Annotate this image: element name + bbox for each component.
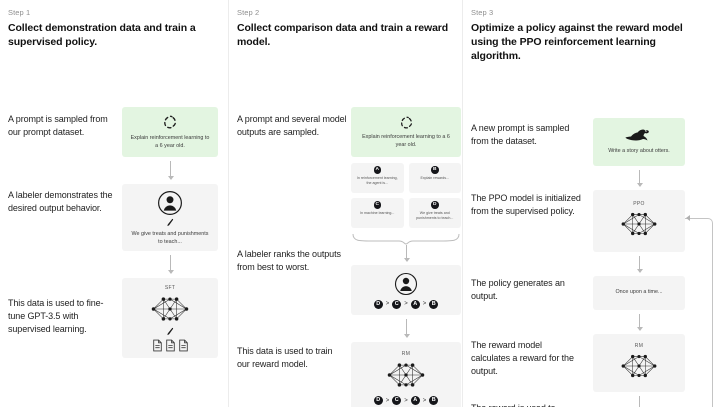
step-3-arrow-2 (636, 255, 643, 273)
step-3-output-text: Once upon a time... (615, 289, 663, 296)
rm-rank-sep-1: > (385, 397, 390, 404)
step-3-rm-label: RM (634, 343, 644, 350)
step-2-caption-3: This data is used to train our reward mo… (237, 346, 333, 370)
rank-sep-2: > (404, 301, 408, 308)
output-text-d: We give treats and punishments to teach.… (416, 210, 454, 221)
step-3-caption-2: The PPO model is initialized from the su… (471, 192, 581, 216)
documents-icon-group (152, 339, 189, 352)
step-2-caption-1: A prompt and several model outputs are s… (237, 114, 347, 138)
pencil-icon (165, 327, 175, 337)
rm-rank-badge-2: C (392, 396, 402, 406)
rm-rank-sep-3: > (422, 397, 427, 404)
person-icon (157, 190, 183, 216)
badge-d: D (431, 201, 439, 209)
step-2-rm-label: RM (401, 351, 411, 358)
step-1-column: Step 1 Collect demonstration data and tr… (0, 0, 228, 407)
rank-badge-1: D (373, 299, 383, 309)
step-3-caption-1: A new prompt is sampled from the dataset… (471, 122, 570, 146)
step-2-ranking-row: D > C > A > B (373, 299, 439, 309)
step-2-prompt-text: Explain reinforcement learning to a 6 ye… (362, 133, 450, 148)
step-3-arrow-4 (636, 395, 643, 407)
step-1-labeler-card[interactable]: We give treats and punishments to teach.… (122, 184, 218, 252)
neural-net-icon (384, 358, 428, 392)
step-1-arrow-2 (167, 255, 174, 275)
step-3-prompt-card[interactable]: Write a story about otters. (593, 117, 685, 166)
document-icon (178, 339, 189, 352)
step-2-ranker-card[interactable]: D > C > A > B (351, 265, 461, 316)
step-2-arrow-2 (403, 319, 410, 339)
rm-rank-badge-1: D (373, 396, 383, 406)
step-2-title: Collect comparison data and train a rewa… (237, 22, 449, 49)
rank-badge-4: B (429, 299, 439, 309)
step-3-caption-5: The reward is used to update the policy … (471, 402, 581, 407)
output-card-d[interactable]: D We give treats and punishments to teac… (408, 198, 461, 229)
step-2-arrow-1 (403, 245, 410, 263)
otter-icon (624, 127, 654, 142)
output-card-a[interactable]: A In reinforcement learning, the agent i… (351, 163, 404, 194)
step-2-prompt-card[interactable]: Explain reinforcement learning to a 6 ye… (351, 107, 461, 158)
step-2-column: Step 2 Collect comparison data and train… (228, 0, 462, 407)
rank-sep-1: > (385, 301, 390, 308)
feedback-loop-arrowhead (686, 214, 690, 221)
person-icon (394, 272, 418, 296)
neural-net-icon (148, 292, 192, 326)
rank-badge-2: C (392, 299, 402, 309)
output-text-b: Explain rewards... (420, 175, 450, 180)
rm-rank-badge-3: A (410, 396, 420, 406)
step-1-sft-label: SFT (164, 284, 176, 291)
step-1-labeler-text: We give treats and punishments to teach.… (131, 230, 209, 245)
neural-net-icon (618, 350, 660, 382)
output-text-a: In reinforcement learning, the agent is.… (356, 175, 398, 186)
rm-rank-sep-2: > (404, 397, 408, 404)
curly-brace-icon (352, 234, 460, 245)
step-2-caption-2: A labeler ranks the outputs from best to… (237, 249, 341, 273)
step-3-output-card[interactable]: Once upon a time... (593, 275, 685, 310)
step-2-rm-ranking-row: D > C > A > B (373, 396, 439, 406)
step-3-prompt-text: Write a story about otters. (608, 148, 670, 155)
step-1-sft-card[interactable]: SFT (122, 278, 218, 359)
step-2-label: Step 2 (237, 8, 260, 17)
badge-c: C (373, 201, 381, 209)
step-1-label: Step 1 (8, 8, 31, 17)
pencil-icon (165, 218, 175, 228)
rank-sep-3: > (422, 301, 427, 308)
step-3-rm-card[interactable]: RM (593, 333, 685, 392)
output-text-c: In machine learning... (360, 210, 395, 215)
step-1-prompt-text: Explain reinforcement learning to a 6 ye… (130, 134, 210, 149)
rank-badge-3: A (410, 299, 420, 309)
step-1-caption-1: A prompt is sampled from our prompt data… (8, 114, 108, 138)
step-2-outputs-grid: A In reinforcement learning, the agent i… (351, 163, 461, 229)
badge-b: B (431, 166, 439, 174)
step-1-title: Collect demonstration data and train a s… (8, 22, 196, 49)
step-3-caption-3: The policy generates an output. (471, 277, 565, 301)
output-card-b[interactable]: B Explain rewards... (408, 163, 461, 194)
document-icon (152, 339, 163, 352)
step-3-arrow-1 (636, 169, 643, 187)
step-3-ppo-label: PPO (633, 201, 645, 208)
feedback-loop-line (685, 217, 713, 407)
step-1-caption-2: A labeler demonstrates the desired outpu… (8, 190, 113, 214)
step-3-caption-4: The reward model calculates a reward for… (471, 339, 574, 376)
neural-net-icon (618, 208, 660, 240)
badge-a: A (373, 166, 381, 174)
step-3-title: Optimize a policy against the reward mod… (471, 22, 683, 63)
step-3-ppo-card[interactable]: PPO (593, 189, 685, 252)
document-icon (165, 339, 176, 352)
step-3-label: Step 3 (471, 8, 494, 17)
refresh-icon (163, 115, 177, 129)
rm-rank-badge-4: B (429, 396, 439, 406)
step-3-arrow-3 (636, 313, 643, 331)
step-1-arrow-1 (167, 161, 174, 181)
refresh-icon (400, 116, 413, 129)
output-card-c[interactable]: C In machine learning... (351, 198, 404, 229)
step-2-rm-card[interactable]: RM (351, 342, 461, 407)
step-1-prompt-card[interactable]: Explain reinforcement learning to a 6 ye… (122, 107, 218, 158)
step-1-caption-3: This data is used to fine-tune GPT-3.5 w… (8, 298, 104, 335)
step-3-column: Step 3 Optimize a policy against the rew… (462, 0, 720, 407)
